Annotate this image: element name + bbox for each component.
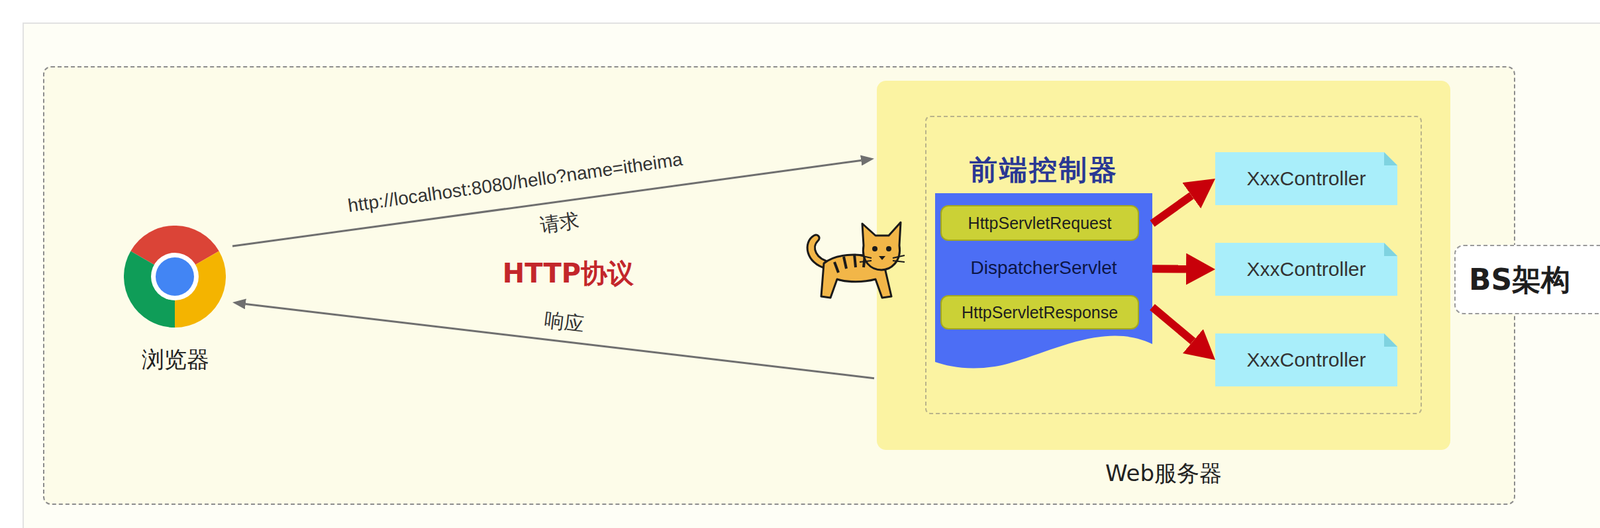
folded-corner (1384, 333, 1398, 348)
controller-box: XxxController (1215, 243, 1398, 297)
chrome-center (155, 257, 195, 297)
node-label: 浏览器 (141, 345, 210, 374)
dispatch-arrow (1152, 264, 1187, 273)
controller-outline (1215, 333, 1398, 387)
cat-whiskers (859, 255, 905, 263)
tomcat-cat (797, 215, 910, 316)
folded-corner (1384, 243, 1398, 257)
front-controller: 前端控制器 DispatcherServlet HttpServletRequest… (935, 150, 1153, 371)
node-label: HttpServletRequest (968, 213, 1112, 234)
bs-frame: BS架构 浏览器 Web服务器前端控制器DispatcherServletHtt… (43, 66, 1516, 506)
web-server-box: Web服务器前端控制器DispatcherServletHttpServletR… (876, 80, 1451, 451)
node-label: XxxController (1246, 167, 1366, 191)
cat-nose (878, 256, 886, 261)
node-label: DispatcherServlet (935, 254, 1153, 282)
controller-box: XxxController (1215, 333, 1398, 387)
chrome-icon (123, 225, 226, 328)
response-object: HttpServletResponse (940, 295, 1140, 330)
front-controller-outline (935, 193, 1153, 369)
browser-node: 浏览器 (120, 223, 230, 379)
cat-head (862, 222, 901, 271)
group-title: 前端控制器 (935, 150, 1153, 191)
node-label: XxxController (1246, 349, 1366, 372)
dispatch-arrow (1152, 196, 1192, 224)
request-object: HttpServletRequest (940, 205, 1140, 242)
controller-outline (1215, 152, 1398, 206)
chrome-ring (150, 252, 199, 301)
cat-eye (886, 246, 892, 252)
controller-box: XxxController (1215, 152, 1398, 206)
node-label: XxxController (1246, 258, 1366, 281)
dispatch-arrow (1152, 307, 1193, 342)
folded-corner (1384, 152, 1398, 166)
cat-stripes (834, 254, 865, 273)
controller-outline (1215, 243, 1398, 297)
cat-eye (872, 246, 878, 252)
node-label: BS架构 (1454, 245, 1600, 315)
http-arrow (245, 303, 875, 379)
node-label: Web服务器 (876, 459, 1451, 488)
protocol-label: HTTP协议 (502, 257, 634, 290)
node-label: HttpServletResponse (961, 303, 1118, 323)
